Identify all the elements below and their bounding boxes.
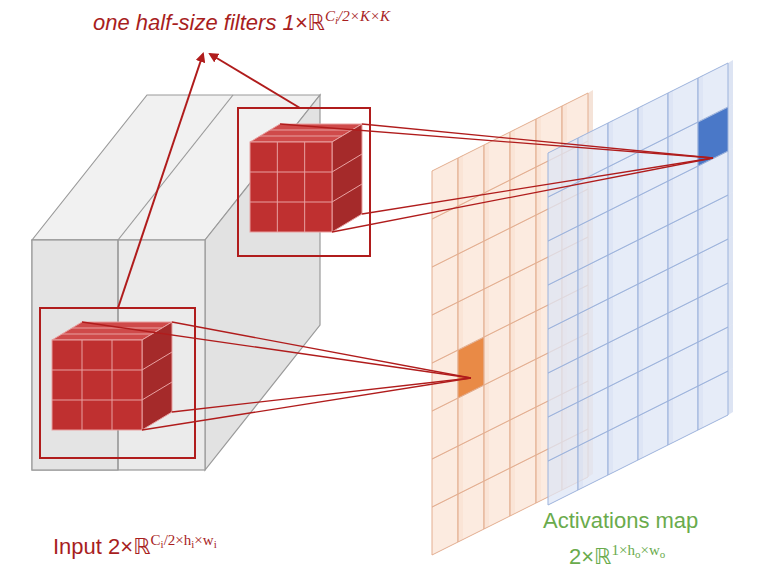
caption-text: 2×ℝ: [569, 544, 612, 569]
input-caption: Input 2×ℝCi/2×hi×wi: [50, 532, 220, 559]
shape-superscript: Ci/2×K×K: [325, 8, 390, 24]
filter-cube-back: [250, 124, 362, 232]
caption-text: Input 2×ℝ: [53, 534, 151, 559]
activation-map-orange: [432, 90, 593, 555]
shape-superscript: 1×ho×wo: [612, 542, 666, 558]
activations-shape: 2×ℝ1×ho×wo: [566, 542, 668, 569]
filter-cube-front: [52, 322, 172, 430]
caption-text: one half-size filters 1×ℝ: [93, 10, 325, 35]
activation-map-blue: [548, 60, 733, 505]
activations-caption: Activations map: [540, 508, 701, 533]
caption-text: Activations map: [543, 508, 698, 533]
shape-superscript: Ci/2×hi×wi: [151, 532, 217, 548]
filter-caption: one half-size filters 1×ℝCi/2×K×K: [90, 8, 393, 35]
filter-frames: [40, 54, 370, 458]
